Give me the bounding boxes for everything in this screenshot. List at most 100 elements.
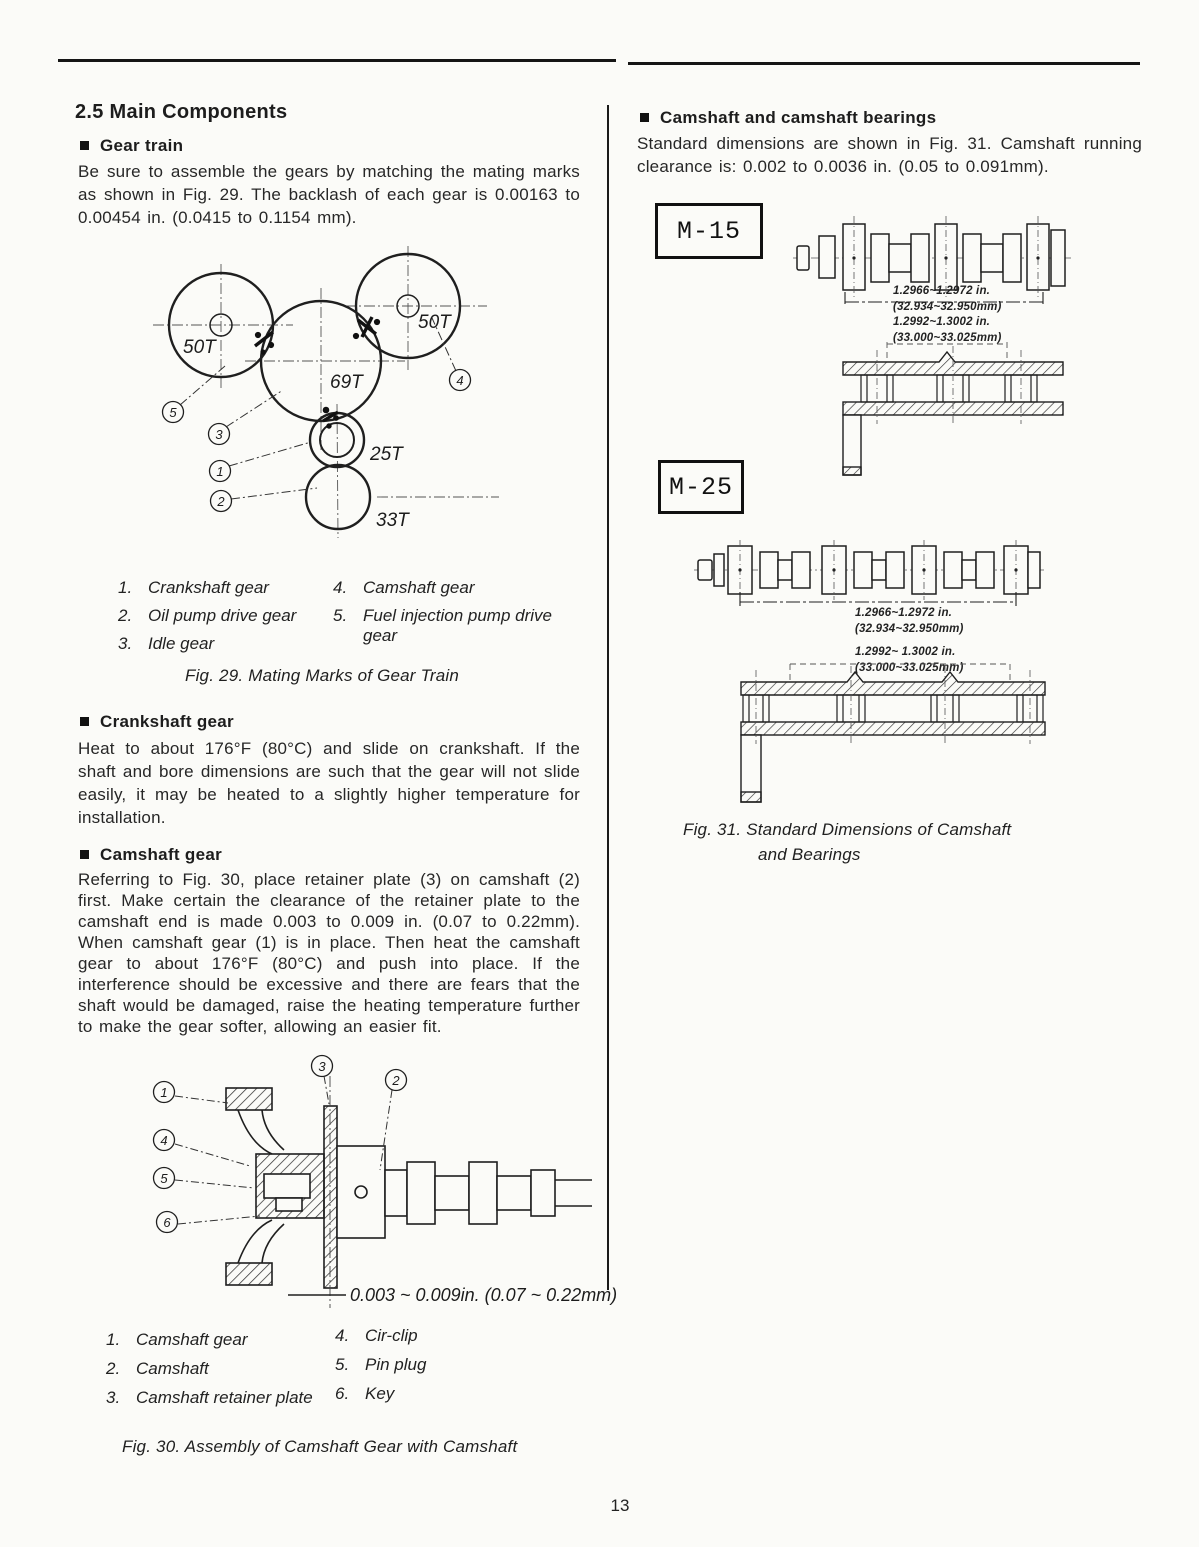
legend-item: 5. Fuel injection pump drive gear — [333, 606, 563, 646]
crankshaft-gear-heading: Crankshaft gear — [80, 712, 234, 732]
crankshaft-gear-paragraph: Heat to about 176°F (80°C) and slide on … — [78, 739, 580, 827]
m15-model-box: M-15 — [655, 203, 763, 259]
legend-label: Pin plug — [365, 1355, 427, 1374]
page-number: 13 — [610, 1496, 630, 1515]
legend-item: 2. Camshaft — [106, 1359, 313, 1379]
camshaft-bearings-paragraph: Standard dimensions are shown in Fig. 31… — [637, 134, 1142, 176]
fig30-dimension-text: 0.003 ~ 0.009in. (0.07 ~ 0.22mm) — [350, 1285, 617, 1305]
journal-center-dots — [852, 256, 1040, 260]
m15-dimensions: 1.2966~1.2972 in. (32.934~32.950mm) 1.29… — [893, 284, 1002, 346]
legend-item: 3. Idle gear — [118, 634, 296, 654]
legend-label: Key — [365, 1384, 395, 1403]
fig31-caption-line1: Fig. 31. Standard Dimensions of Camshaft — [683, 820, 1012, 839]
top-rule-left — [58, 59, 616, 62]
gear-hubs — [209, 294, 420, 337]
callout-4: 4 — [456, 373, 463, 388]
top-rule-right — [628, 62, 1140, 65]
gear-train-heading: Gear train — [80, 136, 183, 156]
legend-item: 6. Key — [335, 1384, 426, 1404]
camshaft-gear-heading-label: Camshaft gear — [100, 845, 222, 864]
dimension-bracket — [844, 292, 1044, 304]
dim-line: 1.2992~ 1.3002 in. — [855, 646, 956, 658]
fig29-gear-labels: 50T 69T 50T 25T 33T — [183, 312, 452, 531]
fig30-caption: Fig. 30. Assembly of Camshaft Gear with … — [122, 1437, 518, 1456]
m25-bearing-housing-drawing — [740, 663, 1046, 803]
legend-item: 3. Camshaft retainer plate — [106, 1388, 313, 1408]
fig30-legend-col1: 1. Camshaft gear 2. Camshaft 3. Camshaft… — [106, 1330, 313, 1408]
bearing-bores — [742, 694, 1044, 723]
camshaft-gear-paragraph: Referring to Fig. 30, place retainer pla… — [78, 870, 580, 1036]
square-bullet-icon — [80, 141, 89, 150]
legend-num: 1. — [118, 578, 133, 597]
legend-num: 5. — [335, 1355, 350, 1374]
legend-label: Camshaft — [136, 1359, 209, 1378]
callout-4: 4 — [160, 1133, 167, 1148]
legend-label: Camshaft gear — [363, 578, 475, 597]
camshaft-segments — [796, 223, 1066, 291]
fig29-legend-col1: 1. Crankshaft gear 2. Oil pump drive gea… — [118, 578, 296, 654]
legend-num: 4. — [333, 578, 348, 597]
projection-lines — [886, 342, 1008, 360]
dim-gap — [855, 637, 964, 645]
dim-line: (32.934~32.950mm) — [893, 300, 1002, 313]
fig29-legend-col2: 4. Camshaft gear 5. Fuel injection pump … — [333, 578, 563, 646]
fig31-caption-line2: and Bearings — [758, 845, 861, 864]
callout-5: 5 — [160, 1171, 168, 1186]
dim-line: 1.2966~1.2972 in. — [855, 607, 953, 619]
m25-camshaft-drawing — [694, 540, 1044, 606]
legend-item: 5. Pin plug — [335, 1355, 426, 1375]
square-bullet-icon — [80, 850, 89, 859]
legend-label: Camshaft gear — [136, 1330, 248, 1349]
legend-label: Cir-clip — [365, 1326, 418, 1345]
gear-circles — [167, 252, 462, 531]
journal-center-dots — [738, 568, 1018, 572]
camshaft-segments — [697, 545, 1041, 595]
camshaft-gear-section — [225, 1087, 325, 1286]
callout-3: 3 — [318, 1059, 326, 1074]
callout-2: 2 — [391, 1073, 400, 1088]
legend-num: 5. — [333, 606, 348, 625]
housing-walls — [740, 670, 1046, 803]
fig30-leader-lines — [174, 1075, 393, 1225]
camshaft-gear-heading: Camshaft gear — [80, 845, 222, 865]
crankshaft-gear-heading-label: Crankshaft gear — [100, 712, 234, 731]
m25-label: M-25 — [668, 472, 733, 502]
legend-num: 6. — [335, 1384, 350, 1403]
legend-num: 2. — [118, 606, 133, 625]
dim-line: 1.2966~1.2972 in. — [893, 285, 991, 297]
legend-num: 4. — [335, 1326, 350, 1345]
callout-6: 6 — [163, 1215, 171, 1230]
callout-1: 1 — [216, 464, 223, 479]
callout-5: 5 — [169, 405, 177, 420]
bearing-bores — [860, 374, 1038, 403]
dim-line: (33.000~33.025mm) — [855, 661, 964, 674]
callout-1: 1 — [160, 1085, 167, 1100]
fig29-callouts — [161, 368, 472, 513]
section-title: 2.5 Main Components — [75, 101, 288, 123]
m15-camshaft-drawing — [793, 216, 1071, 304]
legend-label: Idle gear — [148, 634, 215, 653]
fig29-gear-train-diagram: 5 3 1 2 4 50T 69T 50T 25T 33T — [153, 246, 499, 539]
legend-num: 3. — [118, 634, 133, 653]
dim-line: (32.934~32.950mm) — [855, 622, 964, 635]
m25-dimensions: 1.2966~1.2972 in. (32.934~32.950mm) 1.29… — [855, 606, 964, 676]
legend-item: 1. Crankshaft gear — [118, 578, 296, 598]
square-bullet-icon — [80, 717, 89, 726]
square-bullet-icon — [640, 113, 649, 122]
gear-train-paragraph: Be sure to assemble the gears by matchin… — [78, 162, 580, 227]
dim-line: (33.000~33.025mm) — [893, 331, 1002, 344]
retainer-plate-section — [323, 1105, 338, 1289]
legend-item: 2. Oil pump drive gear — [118, 606, 296, 626]
legend-num: 3. — [106, 1388, 121, 1407]
fig30-callout-numbers: 1 4 5 6 3 2 — [160, 1059, 400, 1230]
centerlines — [153, 246, 499, 539]
m15-bearing-housing-drawing — [842, 342, 1064, 476]
gear-label-50t-right: 50T — [418, 312, 452, 333]
fig30-callout-circles — [152, 1054, 408, 1234]
legend-label: Oil pump drive gear — [148, 606, 297, 625]
legend-item: 1. Camshaft gear — [106, 1330, 313, 1350]
camshaft-bearings-heading: Camshaft and camshaft bearings — [640, 108, 936, 128]
mating-marks — [253, 316, 381, 429]
column-divider — [607, 105, 609, 1290]
